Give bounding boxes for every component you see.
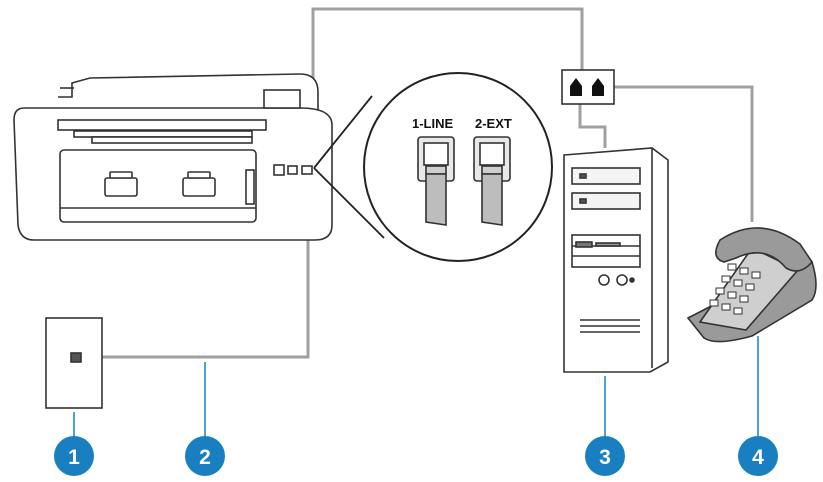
splitter: [561, 69, 615, 105]
ext-port-connector: [473, 136, 511, 226]
callout-3: 3: [585, 436, 625, 476]
line-port-connector: [417, 136, 455, 226]
callout-3-number: 3: [599, 446, 611, 469]
callout-2: 2: [185, 436, 225, 476]
port-label-ext: 2-EXT: [475, 116, 512, 131]
cord-splitter-to-computer: [578, 104, 607, 148]
callout-1-number: 1: [68, 446, 80, 469]
zoom-circle: [363, 72, 553, 262]
computer-tower: [563, 147, 669, 373]
port-zoom: 1-LINE 2-EXT: [313, 72, 553, 262]
zoom-cone: [313, 95, 385, 239]
callout-leaders: [73, 336, 759, 437]
port-label-line: 1-LINE: [412, 116, 454, 131]
wall-jack: [45, 317, 103, 409]
cord-splitter-to-phone: [612, 85, 754, 222]
callout-4-number: 4: [752, 446, 764, 469]
printer: [13, 73, 333, 241]
callout-1: 1: [54, 436, 94, 476]
callout-2-number: 2: [199, 446, 211, 469]
callout-4: 4: [738, 436, 778, 476]
splitter-jack-right: [592, 78, 604, 96]
splitter-jack-left: [570, 78, 582, 96]
phone-keypad: [709, 263, 761, 315]
telephone: [686, 227, 817, 343]
